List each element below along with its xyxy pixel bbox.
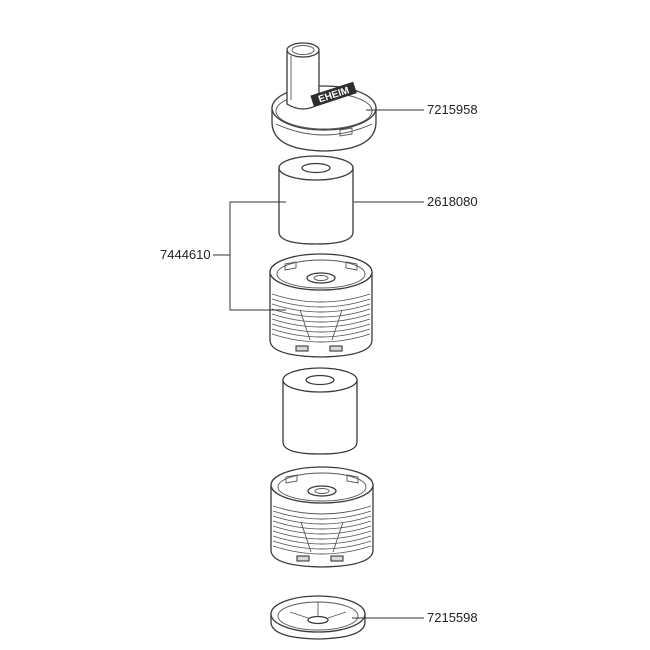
filter-module-upper-part [269, 253, 373, 358]
filter-module-lower-part [270, 466, 374, 568]
module-upper-ribs [271, 293, 371, 343]
part-number-sponge: 2618080 [427, 194, 478, 209]
sponge-lower-part [282, 367, 358, 455]
sponge-upper-part [278, 155, 354, 245]
leader-lines [213, 109, 424, 619]
top-cap-part: EHEIM [271, 42, 377, 152]
bottom-plate-part [270, 595, 366, 640]
part-number-bottom-plate: 7215598 [427, 610, 478, 625]
module-lower-ribs [272, 505, 372, 555]
part-number-top-cap: 7215958 [427, 102, 478, 117]
part-number-module-group: 7444610 [160, 247, 211, 262]
